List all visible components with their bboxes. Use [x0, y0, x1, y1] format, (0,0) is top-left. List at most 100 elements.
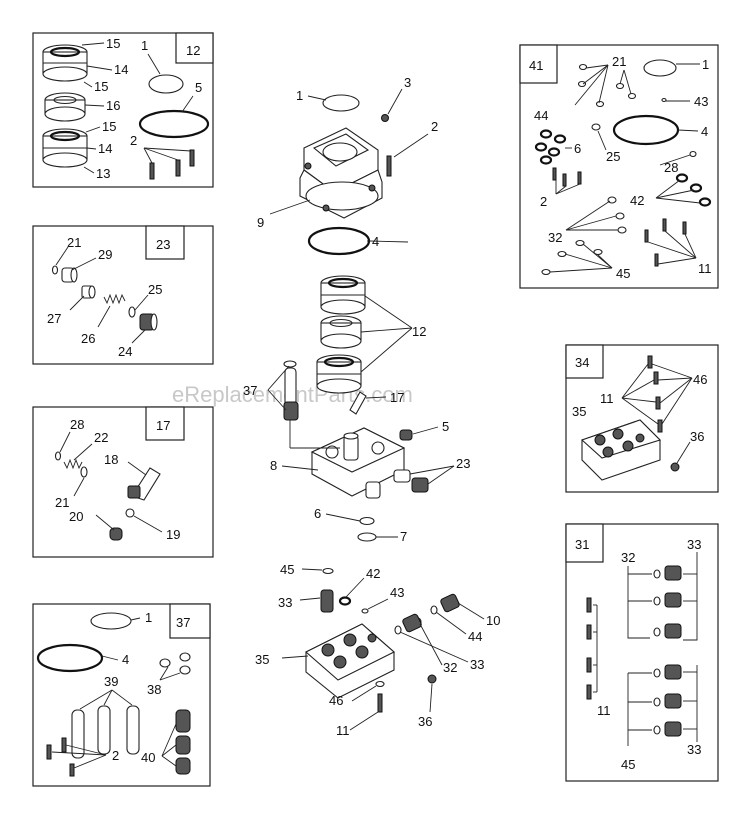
callout-45: 45	[621, 757, 635, 772]
callout-42: 42	[366, 566, 380, 581]
kit-17-tag: 17	[156, 418, 170, 433]
pump-head-icon	[310, 427, 406, 499]
callout-32: 32	[621, 550, 635, 565]
callout-28: 28	[70, 417, 84, 432]
callout-23: 23	[456, 456, 470, 471]
callout-4: 4	[122, 652, 129, 667]
valve-assembly-icon	[394, 593, 460, 635]
manifold-icon	[580, 419, 662, 481]
callout-36: 36	[690, 429, 704, 444]
callout-26: 26	[81, 331, 95, 346]
bearing-icon	[316, 354, 362, 394]
callout-21: 21	[67, 235, 81, 250]
callout-2: 2	[112, 748, 119, 763]
callout-21: 21	[55, 495, 69, 510]
callout-33: 33	[278, 595, 292, 610]
screws-icon	[644, 218, 687, 267]
callout-36: 36	[418, 714, 432, 729]
callout-33: 33	[687, 742, 701, 757]
callout-1: 1	[296, 88, 303, 103]
cap-icon	[393, 469, 429, 493]
callout-7: 7	[400, 529, 407, 544]
plug-icon	[399, 429, 413, 441]
callout-25: 25	[148, 282, 162, 297]
spring-icon	[103, 293, 126, 305]
callout-13: 13	[96, 166, 110, 181]
springs-icon	[175, 709, 191, 775]
callout-1: 1	[145, 610, 152, 625]
kit-23-panel: 23 21 29 25 27 26 24	[32, 225, 214, 365]
kit-12-panel: 12	[32, 32, 214, 188]
nozzle-icon	[349, 391, 367, 415]
main-assembly: 1 3 2 9 4 12 37 17 5 8 23 6 7	[243, 75, 500, 738]
callout-9: 9	[257, 215, 264, 230]
screws-icon	[552, 167, 582, 187]
callout-32: 32	[548, 230, 562, 245]
callout-10: 10	[486, 613, 500, 628]
callout-6: 6	[314, 506, 321, 521]
screws-icon	[46, 737, 75, 777]
callout-14: 14	[114, 62, 128, 77]
callout-21: 21	[612, 54, 626, 69]
kit-12-tag: 12	[186, 43, 200, 58]
callout-45: 45	[280, 562, 294, 577]
callout-1: 1	[702, 57, 709, 72]
callout-15: 15	[102, 119, 116, 134]
callout-8: 8	[270, 458, 277, 473]
callout-12: 12	[412, 324, 426, 339]
manifold-icon	[305, 623, 395, 699]
screen-icon	[109, 527, 123, 541]
kit-23-tag: 23	[156, 237, 170, 252]
callout-33: 33	[687, 537, 701, 552]
callout-35: 35	[572, 404, 586, 419]
callout-44: 44	[468, 629, 482, 644]
kit-41-panel: 41	[519, 44, 719, 289]
o-ring-icon	[322, 94, 360, 112]
kit-31-panel: 31	[565, 523, 719, 782]
screws-icon	[149, 149, 195, 180]
callout-43: 43	[694, 94, 708, 109]
callout-19: 19	[166, 527, 180, 542]
callout-2: 2	[540, 194, 547, 209]
o-ring-icon	[307, 226, 371, 256]
kit-17-panel: 17 28 22 18 21 20 19	[32, 406, 214, 558]
callout-11: 11	[336, 723, 350, 738]
callout-20: 20	[69, 509, 83, 524]
callout-22: 22	[94, 430, 108, 445]
screws-icon	[586, 597, 592, 700]
callout-18: 18	[104, 452, 118, 467]
o-ring-icon	[148, 74, 184, 94]
callout-40: 40	[141, 750, 155, 765]
cap-icon	[139, 313, 158, 331]
spring-icon	[320, 589, 334, 613]
callout-17: 17	[390, 390, 404, 405]
callout-25: 25	[606, 149, 620, 164]
callout-28: 28	[664, 160, 678, 175]
callout-45: 45	[616, 266, 630, 281]
callout-3: 3	[404, 75, 411, 90]
callout-15: 15	[94, 79, 108, 94]
callout-42: 42	[630, 193, 644, 208]
kit-34-panel: 34 46 11 35	[565, 344, 719, 493]
callout-33: 33	[470, 657, 484, 672]
callout-24: 24	[118, 344, 132, 359]
seal-icon	[44, 92, 86, 122]
spring-icon	[63, 458, 83, 470]
bearing-icon	[320, 275, 366, 315]
o-ring-icon	[138, 109, 210, 139]
callout-46: 46	[693, 372, 707, 387]
plug-icon	[81, 285, 96, 299]
callout-27: 27	[47, 311, 61, 326]
callout-16: 16	[106, 98, 120, 113]
callout-15: 15	[106, 36, 120, 51]
valve-springs-icon	[664, 565, 682, 737]
check-valve-icon	[61, 267, 78, 283]
callout-1: 1	[141, 38, 148, 53]
callout-39: 39	[104, 674, 118, 689]
callout-11: 11	[597, 703, 611, 718]
nozzle-icon	[127, 467, 161, 501]
pistons-icon	[71, 705, 140, 759]
bearing-icon	[42, 44, 88, 82]
kit-31-tag: 31	[575, 537, 589, 552]
